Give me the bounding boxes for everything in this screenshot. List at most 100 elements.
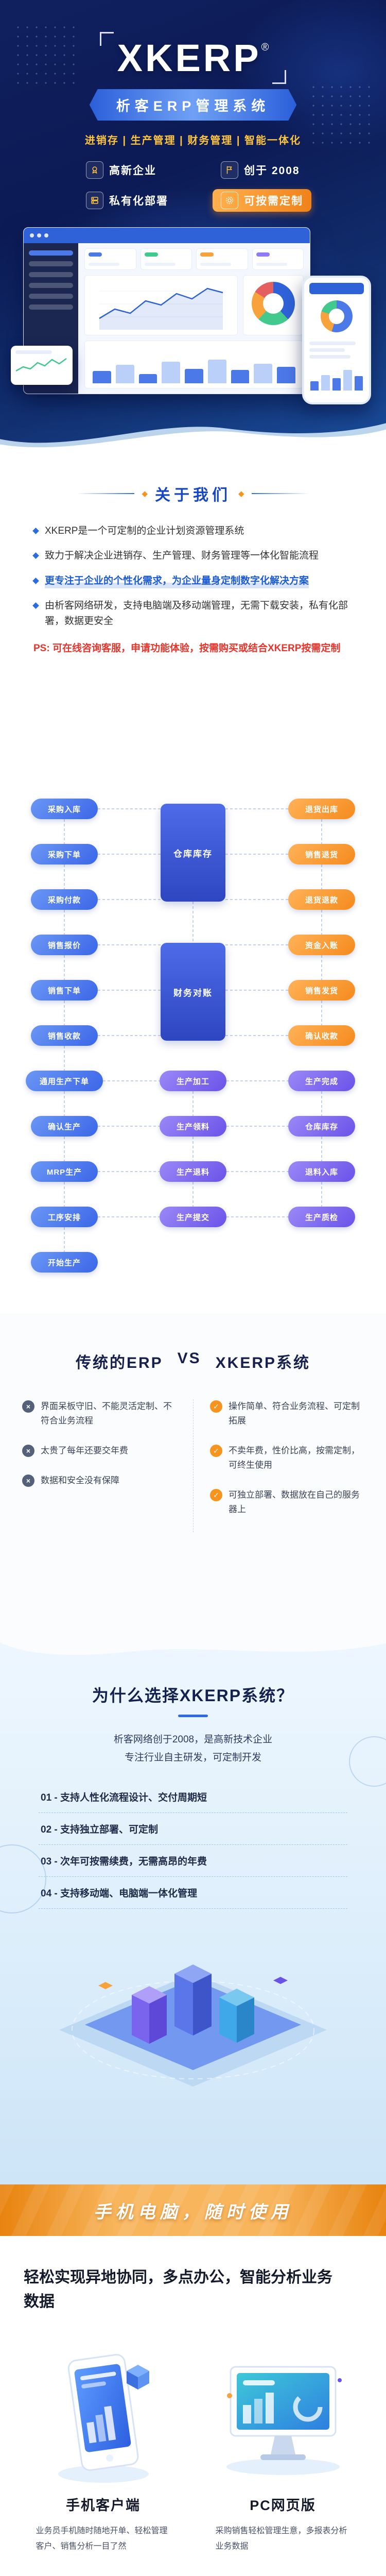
badge-label: 高新企业	[109, 165, 156, 177]
card-description: 采购销售轻松管理生意，多报表分析业务数据	[215, 2527, 347, 2551]
cross-icon: ×	[22, 1445, 34, 1458]
pro-text: 不卖年费，性价比高，按需定制，可终生使用	[229, 1446, 360, 1470]
banner-ribbon: 手机电脑，随时使用	[0, 2184, 386, 2236]
about-point-text: 更专注于企业的个性化需求，为企业量身定制数字化解决方案	[45, 573, 309, 589]
flow-node: 确认收款	[288, 1025, 355, 1046]
about-point-text: 由析客网络研发，支持电脑端及移动端管理，无需下载安装，私有化部署，数据更安全	[45, 600, 348, 626]
flowchart: 采购入库 采购下单 采购付款 销售报价 销售下单 销售收款 通用生产下单 确认生…	[0, 788, 386, 1283]
mini-bar-chart	[309, 366, 364, 391]
about-point-highlighted: 更专注于企业的个性化需求，为企业量身定制数字化解决方案	[32, 573, 353, 589]
why-item: 04 - 支持移动端、电脑端一体化管理	[39, 1877, 347, 1909]
hero-section: XKERP® 析客ERP管理系统 进销存 | 生产管理 | 财务管理 | 智能一…	[0, 0, 386, 453]
flow-node: MRP生产	[31, 1161, 98, 1182]
phone-preview	[302, 276, 371, 404]
flow-node: 工序安排	[31, 1207, 98, 1227]
bullet-marker	[32, 528, 39, 534]
flow-node: 退货退款	[288, 889, 355, 910]
about-point-text: XKERP是一个可定制的企业计划资源管理系统	[45, 526, 244, 536]
card-description: 业务员手机随时随地开单、轻松管理客户、销售分析一目了然	[36, 2527, 168, 2551]
bottom-heading: 轻松实现异地协同，多点办公，智能分析业务数据	[24, 2269, 332, 2310]
diamond-ornament: ◆	[238, 489, 244, 498]
vs-label: VS	[177, 1350, 201, 1367]
flow-node: 生产提交	[160, 1207, 226, 1227]
isometric-illustration	[59, 1964, 327, 2087]
gear-icon	[221, 192, 238, 209]
server-icon	[86, 192, 103, 209]
con-text: 数据和安全没有保障	[41, 1476, 119, 1486]
brand-logo: XKERP®	[99, 32, 287, 84]
badge-label: 创于 2008	[244, 165, 300, 177]
bar-chart	[84, 341, 304, 388]
dashboard-content	[78, 243, 310, 394]
devices-section: 轻松实现异地协同，多点办公，智能分析业务数据	[0, 2236, 386, 2576]
flow-node: 销售收款	[31, 1025, 98, 1046]
registered-trademark: ®	[261, 42, 269, 53]
about-point-text: 致力于解决企业进销存、生产管理、财务管理等一体化智能流程	[45, 550, 319, 562]
flow-node: 生产退料	[160, 1161, 226, 1182]
comparison-section: 传统的ERP VS XKERP系统 × 界面呆板守旧、不能灵活定制、不符合业务流…	[0, 1314, 386, 1638]
flow-node: 销售发货	[288, 980, 355, 1001]
phone-illustration	[24, 2336, 183, 2491]
hero-subtitle: 析客ERP管理系统	[116, 98, 270, 114]
mini-donut-chart	[321, 300, 353, 332]
title-line	[251, 493, 309, 494]
flow-node: 生产质检	[288, 1207, 355, 1227]
about-title-text: 关于我们	[155, 487, 231, 504]
about-point: XKERP是一个可定制的企业计划资源管理系统	[32, 523, 353, 538]
medal-icon	[86, 161, 103, 179]
flow-node: 生产领料	[160, 1116, 226, 1137]
badge-private-deploy: 私有化部署	[86, 189, 168, 212]
about-point: 致力于解决企业进销存、生产管理、财务管理等一体化智能流程	[32, 548, 353, 563]
flow-node: 销售下单	[31, 980, 98, 1001]
hero-badges: 高新企业 创于 2008 私有化部署 可按需定制	[64, 161, 322, 212]
why-item: 02 - 支持独立部署、可定制	[39, 1813, 347, 1845]
flow-node: 销售报价	[31, 935, 98, 955]
why-description-line: 专注行业自主研发，可定制开发	[124, 1752, 261, 1764]
pro-item: ✓ 操作简单、符合业务流程、可定制拓展	[210, 1399, 364, 1428]
about-title: ◆ 关于我们 ◆	[0, 482, 386, 505]
wave-decoration	[0, 423, 386, 453]
flow-node: 采购下单	[31, 844, 98, 865]
why-section: 为什么选择XKERP系统？ 析客网络创于2008，是高新技术企业 专注行业自主研…	[0, 1638, 386, 2184]
comparison-grid: × 界面呆板守旧、不能灵活定制、不符合业务流程 × 太贵了每年还要交年费 × 数…	[22, 1399, 364, 1533]
pro-item: ✓ 不卖年费，性价比高，按需定制，可终生使用	[210, 1444, 364, 1472]
why-title: 为什么选择XKERP系统？	[92, 1686, 294, 1705]
dashboard-preview	[11, 227, 371, 404]
wave-decoration	[0, 1638, 386, 1655]
pc-card: PC网页版 采购销售轻松管理生意，多报表分析业务数据	[203, 2336, 362, 2555]
dots-decoration	[13, 23, 80, 84]
check-icon: ✓	[210, 1445, 222, 1458]
donut-chart	[243, 275, 304, 335]
why-item: 03 - 次年可按需续费，无需高昂的年费	[39, 1845, 347, 1877]
logo-corner-decoration	[99, 32, 114, 46]
badge-label: 可按需定制	[244, 195, 303, 207]
comparison-title: 传统的ERP VS XKERP系统	[0, 1350, 386, 1372]
badge-label: 私有化部署	[109, 195, 168, 207]
xkerp-label: XKERP系统	[215, 1354, 311, 1371]
mini-stat-card	[11, 346, 73, 385]
flow-node: 通用生产下单	[26, 1071, 103, 1091]
con-item: × 界面呆板守旧、不能灵活定制、不符合业务流程	[22, 1399, 178, 1428]
cross-icon: ×	[22, 1400, 34, 1413]
flow-node: 生产加工	[160, 1071, 226, 1091]
hero-subtitle-ribbon: 析客ERP管理系统	[90, 89, 297, 121]
pros-column: ✓ 操作简单、符合业务流程、可定制拓展 ✓ 不卖年费，性价比高，按需定制，可终生…	[193, 1399, 364, 1533]
logo-text: XKERP	[117, 37, 261, 79]
about-points: XKERP是一个可定制的企业计划资源管理系统 致力于解决企业进销存、生产管理、财…	[32, 523, 353, 629]
flag-icon	[221, 161, 238, 179]
dots-decoration	[309, 82, 376, 144]
flow-box-warehouse: 仓库库存	[161, 804, 225, 902]
bullet-marker	[32, 602, 39, 609]
flow-node: 采购入库	[31, 799, 98, 819]
pro-item: ✓ 可独立部署、数据放在自己的服务器上	[210, 1488, 364, 1517]
cons-column: × 界面呆板守旧、不能灵活定制、不符合业务流程 × 太贵了每年还要交年费 × 数…	[22, 1399, 193, 1532]
flow-node: 开始生产	[31, 1252, 98, 1273]
about-section: ◆ 关于我们 ◆ XKERP是一个可定制的企业计划资源管理系统 致力于解决企业进…	[0, 453, 386, 768]
con-item: × 太贵了每年还要交年费	[22, 1444, 178, 1458]
about-point: 由析客网络研发，支持电脑端及移动端管理，无需下载安装，私有化部署，数据更安全	[32, 598, 353, 629]
title-underline	[178, 1715, 208, 1717]
card-title: PC网页版	[250, 2498, 316, 2513]
flow-node: 退货出库	[288, 799, 355, 819]
stat-cards	[84, 248, 304, 270]
